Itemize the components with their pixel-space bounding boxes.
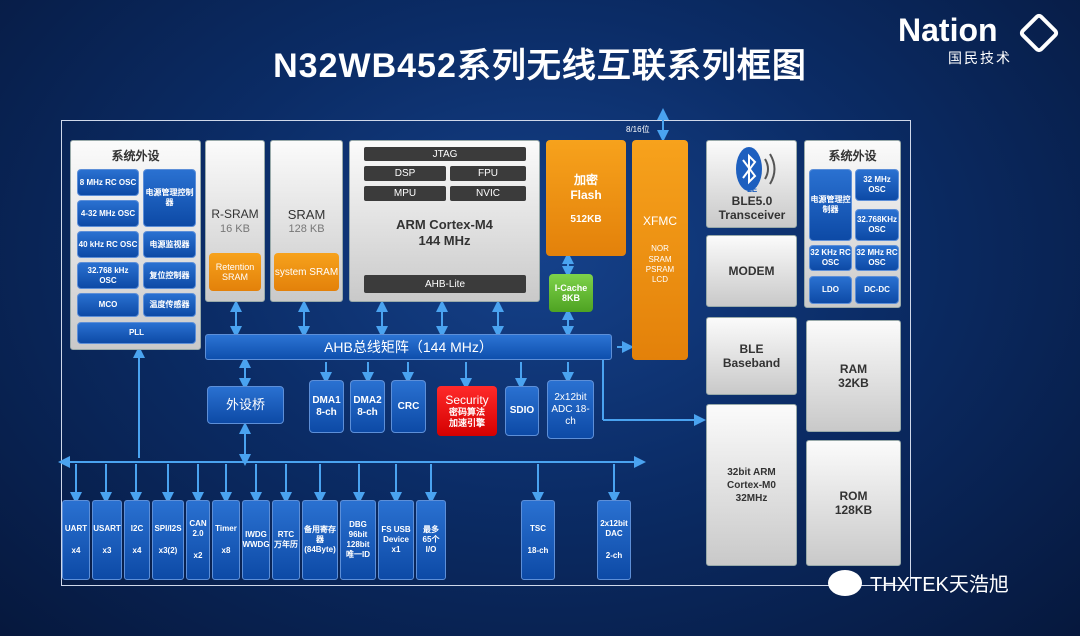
logo-mark-icon xyxy=(1017,11,1061,55)
modem-label: MODEM xyxy=(728,264,775,278)
osc-8mhz: 8 MHz RC OSC xyxy=(77,169,139,196)
flash-size: 512KB xyxy=(570,214,602,225)
xfmc-width-label: 8/16位 xyxy=(626,125,650,134)
i-cache: I-Cache 8KB xyxy=(549,274,593,312)
security-engine: Security 密码算法 加速引擎 xyxy=(437,386,497,436)
dc-dc: DC-DC xyxy=(855,276,899,304)
diagram-frame xyxy=(61,120,911,586)
modem: MODEM xyxy=(706,235,797,307)
adc: 2x12bit ADC 18-ch xyxy=(547,380,594,439)
system-peripherals-right-title: 系统外设 xyxy=(828,149,877,163)
watermark: THXTEK天浩旭 xyxy=(828,568,1009,597)
ble-baseband: BLE Baseband xyxy=(706,317,797,395)
cpu-block: JTAG DSP FPU MPU NVIC ARM Cortex-M4 144 … xyxy=(349,140,540,302)
ram-name: RAM xyxy=(839,362,868,376)
osc-32mhz: 32 MHz OSC xyxy=(855,169,899,201)
ahb-lite: AHB-Lite xyxy=(364,275,526,293)
xfmc: XFMC NOR SRAM PSRAM LCD xyxy=(632,140,688,360)
power-management-controller: 电源管理控制器 xyxy=(143,169,196,227)
power-management-controller-right: 电源管理控制器 xyxy=(809,169,852,241)
watermark-text: THXTEK天浩旭 xyxy=(870,574,1009,596)
r-sram-block: R-SRAM 16 KB Retention SRAM xyxy=(205,140,265,302)
ldo: LDO xyxy=(809,276,852,304)
osc-40khz: 40 kHz RC OSC xyxy=(77,231,139,258)
nvic: NVIC xyxy=(450,186,526,201)
rom-size: 128KB xyxy=(834,503,873,517)
ble-le-label: LE xyxy=(747,185,758,194)
logo-text: Nation xyxy=(898,12,998,48)
system-peripherals-right: 系统外设 电源管理控制器 32 MHz OSC 32.768KHz OSC 32… xyxy=(804,140,901,308)
mpu: MPU xyxy=(364,186,446,201)
ble-transceiver: LE BLE5.0 Transceiver xyxy=(706,140,797,228)
jtag: JTAG xyxy=(364,147,526,161)
retention-sram: Retention SRAM xyxy=(209,253,261,291)
osc-32khz-rc: 32 KHz RC OSC xyxy=(809,245,852,271)
power-monitor: 电源监视器 xyxy=(143,231,196,258)
rom-name: ROM xyxy=(839,489,868,503)
xfmc-name: XFMC xyxy=(643,214,677,229)
crc: CRC xyxy=(391,380,426,433)
encrypted-flash: 加密 Flash 512KB xyxy=(546,140,626,256)
sram-block: SRAM 128 KB system SRAM xyxy=(270,140,343,302)
rtc: RTC 万年历 xyxy=(272,500,300,580)
ble-baseband-label: BLE Baseband xyxy=(722,342,781,370)
gpio: 最多 65个 I/O xyxy=(416,500,446,580)
cortex-m0: 32bit ARM Cortex-M0 32MHz xyxy=(706,404,797,566)
system-peripherals-left: 系统外设 8 MHz RC OSC 4-32 MHz OSC 40 kHz RC… xyxy=(70,140,201,350)
dma2: DMA2 8-ch xyxy=(350,380,385,433)
cpu-name: ARM Cortex-M4 xyxy=(396,217,493,232)
page-title: N32WB452系列无线互联系列框图 xyxy=(273,47,807,85)
ram-size: 32KB xyxy=(838,376,869,390)
r-sram-size: 16 KB xyxy=(220,223,250,235)
sdio: SDIO xyxy=(505,386,539,436)
xfmc-types: NOR SRAM PSRAM LCD xyxy=(645,244,675,285)
osc-32768khz: 32.768 kHz OSC xyxy=(77,262,139,289)
pll: PLL xyxy=(77,322,196,344)
peripheral-bridge: 外设桥 xyxy=(207,386,284,424)
ahb-bus-matrix: AHB总线矩阵（144 MHz） xyxy=(205,334,612,360)
backup-registers: 备用寄存器 (84Byte) xyxy=(302,500,338,580)
system-sram: system SRAM xyxy=(274,253,339,291)
i-cache-name: I-Cache xyxy=(554,283,588,293)
i-cache-size: 8KB xyxy=(561,293,580,303)
mco: MCO xyxy=(77,293,139,317)
r-sram-name: R-SRAM xyxy=(211,207,259,221)
osc-32768khz-right: 32.768KHz OSC xyxy=(855,209,899,241)
dma1: DMA1 8-ch xyxy=(309,380,344,433)
ble-transceiver-label: BLE5.0 Transceiver xyxy=(718,194,786,222)
rom: ROM 128KB xyxy=(806,440,901,566)
cpu-freq: 144 MHz xyxy=(418,233,471,248)
reset-controller: 复位控制器 xyxy=(143,262,196,289)
sram-name: SRAM xyxy=(287,207,326,222)
security-name: Security xyxy=(445,393,489,408)
flash-name: 加密 Flash xyxy=(570,173,602,202)
osc-4-32mhz: 4-32 MHz OSC xyxy=(77,200,139,227)
osc-32mhz-rc: 32 MHz RC OSC xyxy=(855,245,899,271)
fpu: FPU xyxy=(450,166,526,181)
cortex-m0-label: 32bit ARM Cortex-M0 32MHz xyxy=(727,466,776,504)
logo-subtitle: 国民技术 xyxy=(948,50,1012,66)
temperature-sensor: 温度传感器 xyxy=(143,293,196,317)
ram: RAM 32KB xyxy=(806,320,901,432)
nation-logo: Nation 国民技术 xyxy=(898,10,1061,70)
bluetooth-icon xyxy=(727,145,779,193)
system-peripherals-title: 系统外设 xyxy=(111,149,160,163)
dsp: DSP xyxy=(364,166,446,181)
security-sub: 密码算法 加速引擎 xyxy=(448,407,485,428)
sram-size: 128 KB xyxy=(288,223,325,235)
wechat-icon xyxy=(828,569,862,596)
